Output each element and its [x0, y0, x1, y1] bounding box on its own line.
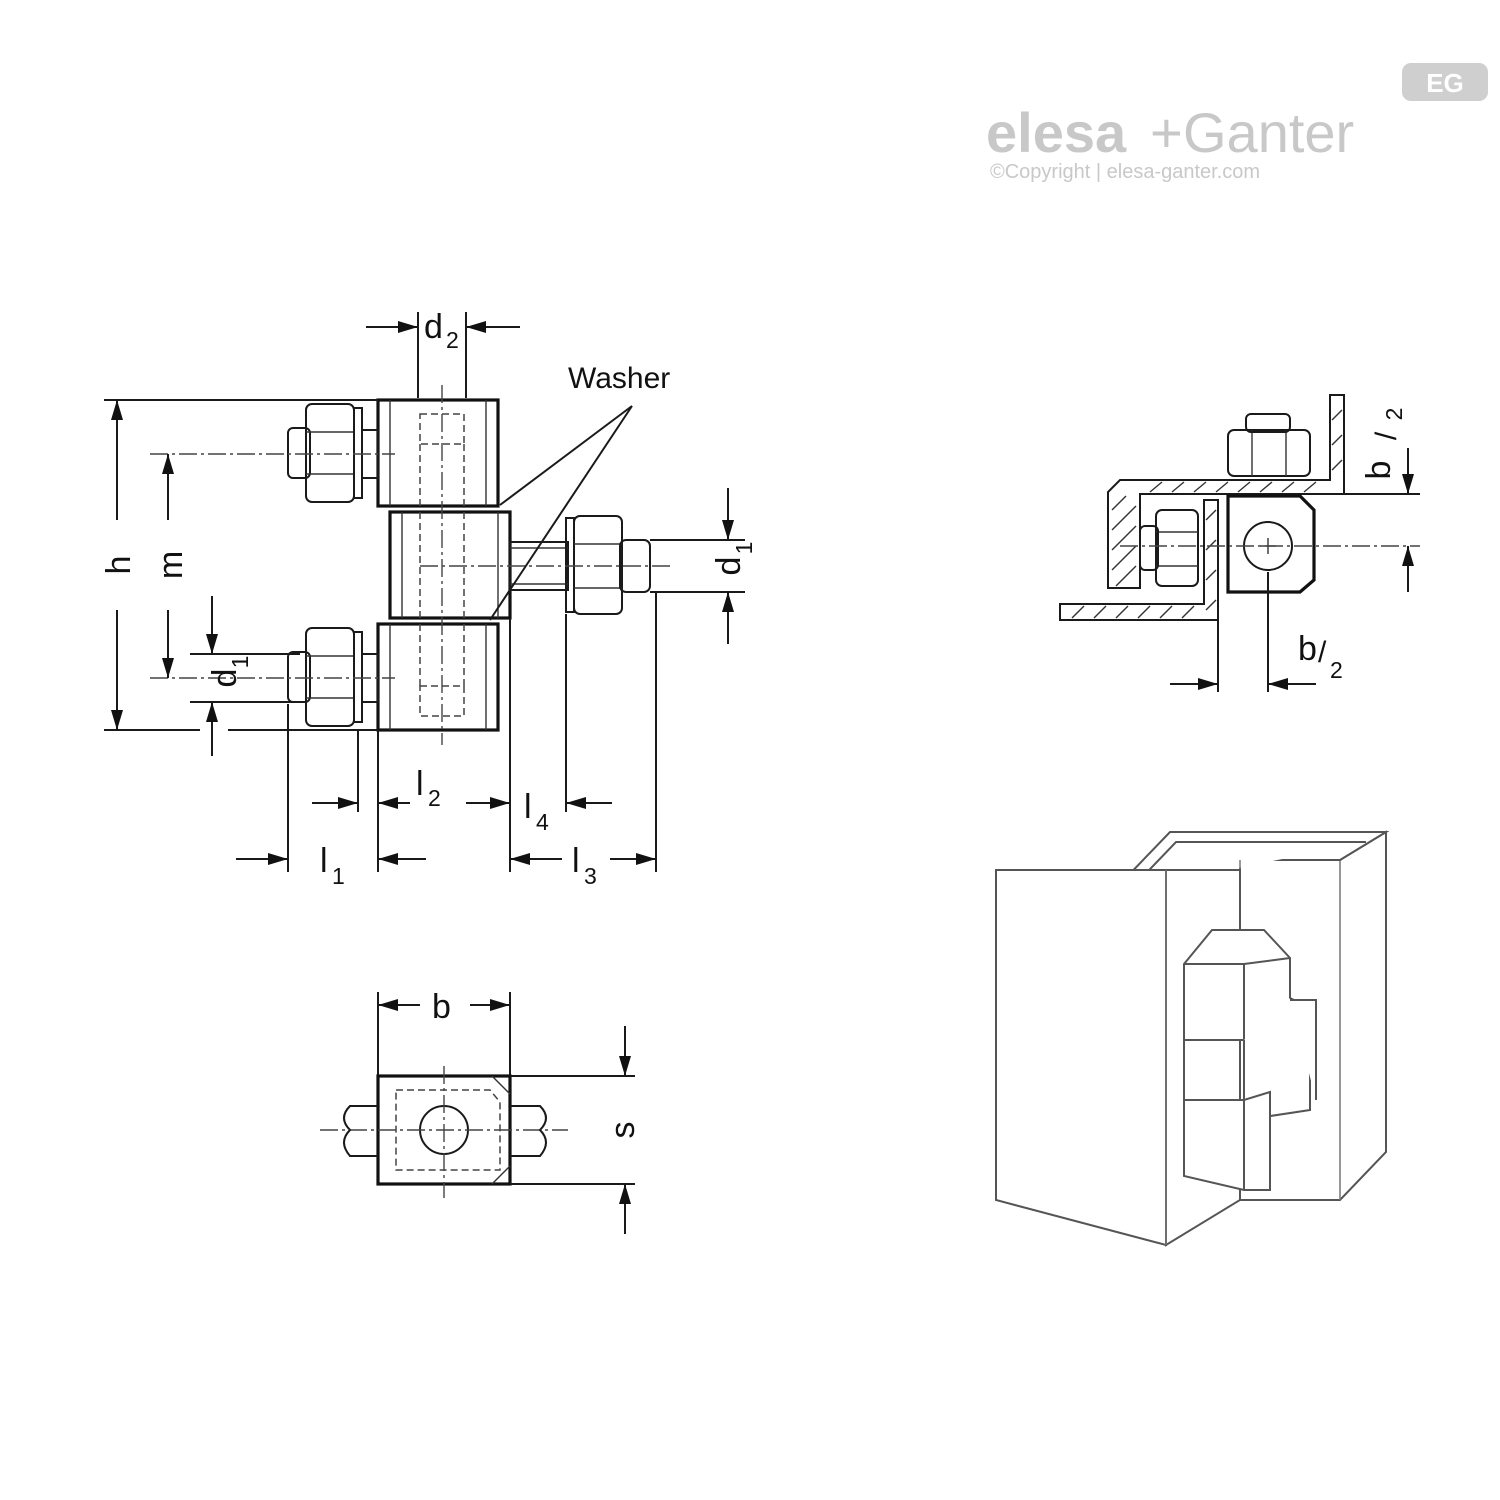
label-l2-sub: 2 [428, 785, 441, 811]
label-b-half-lower-slash: / [1318, 636, 1327, 669]
brand-logo: EG elesa + Ganter ©Copyright | elesa-gan… [986, 63, 1488, 183]
label-l3-sub: 3 [584, 863, 597, 889]
top-knuckle [376, 398, 500, 508]
label-b-half-upper: b [1360, 461, 1398, 480]
bottom-left-nut [287, 627, 379, 727]
top-left-nut [287, 403, 379, 503]
label-m: m [152, 551, 190, 579]
front-view: Washer d 2 h m d 1 [100, 308, 757, 889]
label-l1: l [320, 842, 328, 880]
isometric-view [995, 830, 1390, 1247]
label-d2-sub: 2 [446, 327, 459, 353]
label-b-half-lower: b [1298, 630, 1317, 668]
iso-hinge [1183, 929, 1317, 1191]
label-h: h [100, 556, 138, 575]
label-l4: l [524, 788, 532, 826]
section-view: b / 2 b / 2 [1059, 394, 1420, 692]
logo-elesa: elesa [986, 101, 1127, 164]
label-d2: d [424, 308, 443, 346]
label-b-half-lower-den: 2 [1330, 657, 1343, 683]
label-b: b [432, 988, 451, 1026]
label-b-half-upper-den: 2 [1381, 408, 1407, 421]
label-b-half-upper-slash: / [1370, 431, 1403, 440]
bottom-knuckle [376, 622, 500, 732]
eg-badge-text: EG [1426, 68, 1464, 98]
label-s: s [604, 1122, 642, 1139]
label-d1-right: d [710, 557, 748, 576]
label-l2: l [416, 765, 424, 803]
logo-plus: + [1150, 101, 1183, 164]
logo-ganter: Ganter [1183, 101, 1354, 164]
middle-knuckle [388, 510, 512, 620]
label-d1-left: d [206, 669, 244, 688]
right-bolt [509, 515, 651, 615]
top-view: b s [320, 988, 642, 1234]
label-d1-right-sub: 1 [731, 542, 757, 555]
label-washer: Washer [568, 362, 670, 395]
eg-badge-background [1402, 63, 1488, 101]
label-l3: l [572, 842, 580, 880]
label-d1-left-sub: 1 [227, 656, 253, 669]
logo-copyright: ©Copyright | elesa-ganter.com [990, 161, 1260, 183]
label-l4-sub: 4 [536, 809, 549, 835]
label-l1-sub: 1 [332, 863, 345, 889]
